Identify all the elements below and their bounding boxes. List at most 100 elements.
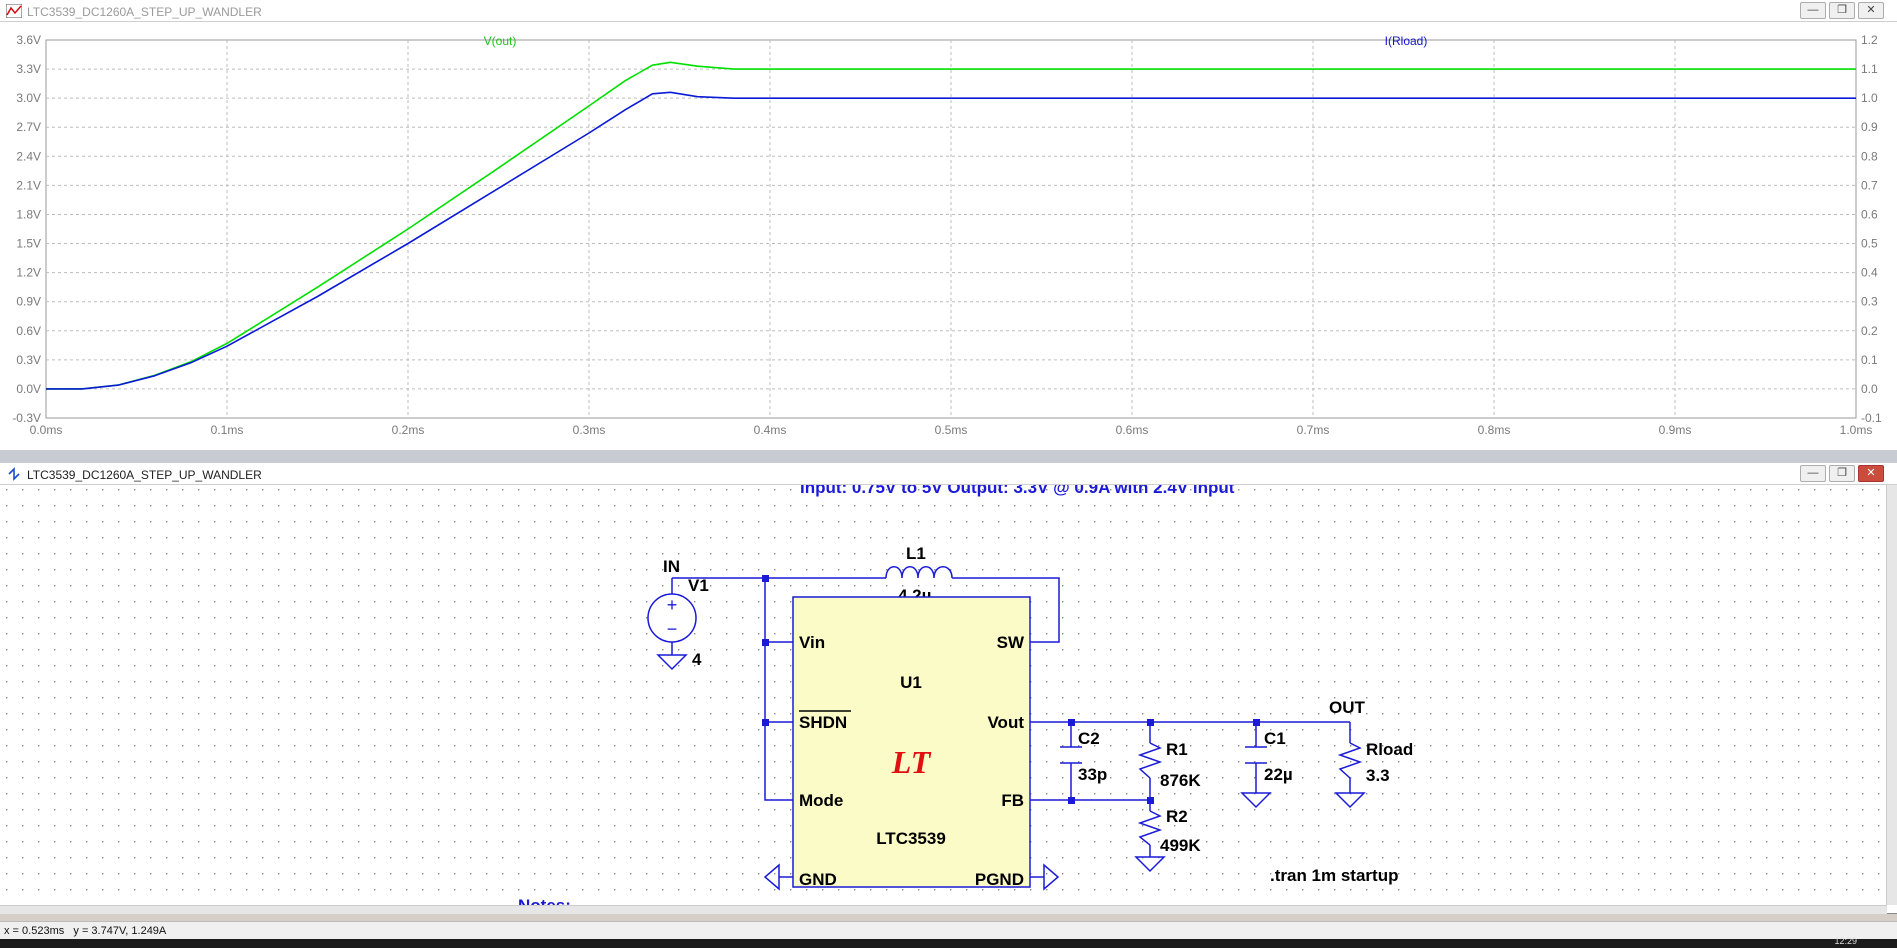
y-left-tick-label: 3.6V: [16, 33, 41, 47]
ground-icon: [1030, 863, 1060, 891]
close-button[interactable]: ✕: [1858, 2, 1884, 19]
rload-name[interactable]: Rload: [1366, 740, 1413, 759]
schematic-window-controls: — ❐ ✕: [1797, 465, 1884, 482]
pin-pgnd: PGND: [975, 870, 1024, 889]
rload-value[interactable]: 3.3: [1366, 766, 1390, 785]
y-left-tick-label: 0.0V: [16, 382, 41, 396]
waveform-app-icon: [6, 4, 22, 18]
y-right-tick-label: 0.7: [1861, 178, 1878, 192]
ground-icon: [656, 654, 688, 671]
minus-icon: −: [667, 619, 678, 639]
c1-value[interactable]: 22µ: [1264, 765, 1293, 784]
spice-directive[interactable]: .tran 1m startup: [1270, 866, 1398, 885]
junction-dots: [762, 575, 1260, 804]
v1-value[interactable]: 4: [692, 650, 702, 669]
y-right-tick-label: 1.2: [1861, 33, 1878, 47]
r2-name[interactable]: R2: [1166, 807, 1188, 826]
r2-value[interactable]: 499K: [1160, 836, 1201, 855]
y-right-tick-label: 0.1: [1861, 353, 1878, 367]
schematic-canvas[interactable]: Input: 0.75V to 5V Output: 3.3V @ 0.9A w…: [0, 485, 1897, 913]
minimize-button[interactable]: —: [1800, 465, 1826, 482]
trace-label-vout[interactable]: V(out): [484, 34, 517, 48]
c1-capacitor[interactable]: [1245, 746, 1267, 764]
y-left-tick-label: 2.1V: [16, 178, 41, 192]
x-tick-label: 0.9ms: [1659, 423, 1692, 437]
v1-voltage-source[interactable]: + − V1 4: [647, 576, 709, 669]
pin-sw: SW: [997, 633, 1025, 652]
close-button[interactable]: ✕: [1858, 465, 1884, 482]
ic-ref: U1: [900, 673, 922, 692]
l1-name[interactable]: L1: [906, 544, 926, 563]
wires[interactable]: [671, 577, 1351, 857]
c2-capacitor[interactable]: [1060, 746, 1082, 764]
pin-mode: Mode: [799, 791, 843, 810]
l1-inductor[interactable]: [885, 566, 953, 579]
y-left-tick-label: 3.3V: [16, 62, 41, 76]
pin-shdn: SHDN: [799, 713, 847, 732]
y-left-tick-label: 1.5V: [16, 237, 41, 251]
y-right-tick-label: 0.4: [1861, 266, 1878, 280]
schematic-horizontal-scrollbar[interactable]: [0, 905, 1887, 914]
waveform-window-controls: — ❐ ✕: [1797, 2, 1884, 19]
y-left-tick-label: 3.0V: [16, 91, 41, 105]
schematic-comment-top[interactable]: Input: 0.75V to 5V Output: 3.3V @ 0.9A w…: [800, 485, 1235, 497]
minimize-button[interactable]: —: [1800, 2, 1826, 19]
ground-icon: [1134, 856, 1166, 873]
waveform-titlebar[interactable]: LTC3539_DC1260A_STEP_UP_WANDLER — ❐ ✕: [0, 0, 1897, 22]
y-left-tick-label: 1.2V: [16, 266, 41, 280]
waveform-window: LTC3539_DC1260A_STEP_UP_WANDLER — ❐ ✕ 0.…: [0, 0, 1897, 451]
pin-gnd: GND: [799, 870, 837, 889]
rload-resistor[interactable]: [1337, 742, 1363, 779]
y-right-tick-label: 1.1: [1861, 62, 1878, 76]
y-right-tick-label: -0.1: [1861, 411, 1882, 425]
y-right-tick-label: 0.9: [1861, 120, 1878, 134]
x-tick-label: 1.0ms: [1840, 423, 1873, 437]
net-label-out[interactable]: OUT: [1329, 698, 1366, 717]
taskbar[interactable]: 12:29: [0, 936, 1897, 948]
y-left-tick-label: 1.8V: [16, 207, 41, 221]
y-right-tick-label: 0.5: [1861, 237, 1878, 251]
schematic-vertical-scrollbar[interactable]: [1886, 485, 1897, 905]
y-left-tick-label: 0.9V: [16, 295, 41, 309]
x-tick-label: 0.0ms: [30, 423, 63, 437]
pin-vout: Vout: [987, 713, 1024, 732]
c2-name[interactable]: C2: [1078, 729, 1100, 748]
x-tick-label: 0.6ms: [1116, 423, 1149, 437]
y-left-tick-label: 0.3V: [16, 353, 41, 367]
y-right-tick-label: 0.2: [1861, 324, 1878, 338]
r2-resistor[interactable]: [1137, 810, 1163, 846]
c1-name[interactable]: C1: [1264, 729, 1286, 748]
x-tick-label: 0.3ms: [573, 423, 606, 437]
r1-name[interactable]: R1: [1166, 740, 1188, 759]
trace-label-iload[interactable]: I(Rload): [1385, 34, 1428, 48]
waveform-window-title: LTC3539_DC1260A_STEP_UP_WANDLER: [27, 5, 262, 19]
y-left-tick-label: 2.4V: [16, 149, 41, 163]
window-splitter[interactable]: [0, 450, 1897, 463]
cursor-readout: x = 0.523ms y = 3.747V, 1.249A: [4, 925, 167, 937]
status-bar: x = 0.523ms y = 3.747V, 1.249A: [0, 921, 1897, 940]
pin-vin: Vin: [799, 633, 825, 652]
y-left-tick-label: 2.7V: [16, 120, 41, 134]
restore-button[interactable]: ❐: [1829, 2, 1855, 19]
taskbar-clock: 12:29: [1834, 936, 1857, 946]
pin-fb: FB: [1001, 791, 1024, 810]
v1-name[interactable]: V1: [688, 576, 709, 595]
y-right-tick-label: 1.0: [1861, 91, 1878, 105]
y-right-tick-label: 0.6: [1861, 207, 1878, 221]
y-right-tick-label: 0.3: [1861, 295, 1878, 309]
y-left-tick-label: 0.6V: [16, 324, 41, 338]
trace-iload[interactable]: [46, 91, 1856, 390]
schematic-titlebar[interactable]: LTC3539_DC1260A_STEP_UP_WANDLER — ❐ ✕: [0, 463, 1897, 485]
y-left-tick-label: -0.3V: [12, 411, 41, 425]
net-label-in[interactable]: IN: [663, 557, 680, 576]
x-tick-label: 0.8ms: [1478, 423, 1511, 437]
u1-ltc3539-ic[interactable]: Vin SHDN Mode GND SW Vout FB PGND U1 LTC…: [792, 596, 1031, 889]
schematic-app-icon: [8, 467, 20, 481]
ic-part: LTC3539: [876, 829, 946, 848]
x-tick-label: 0.4ms: [754, 423, 787, 437]
c2-value[interactable]: 33p: [1078, 765, 1107, 784]
r1-resistor[interactable]: [1137, 742, 1163, 779]
restore-button[interactable]: ❐: [1829, 465, 1855, 482]
r1-value[interactable]: 876K: [1160, 771, 1201, 790]
